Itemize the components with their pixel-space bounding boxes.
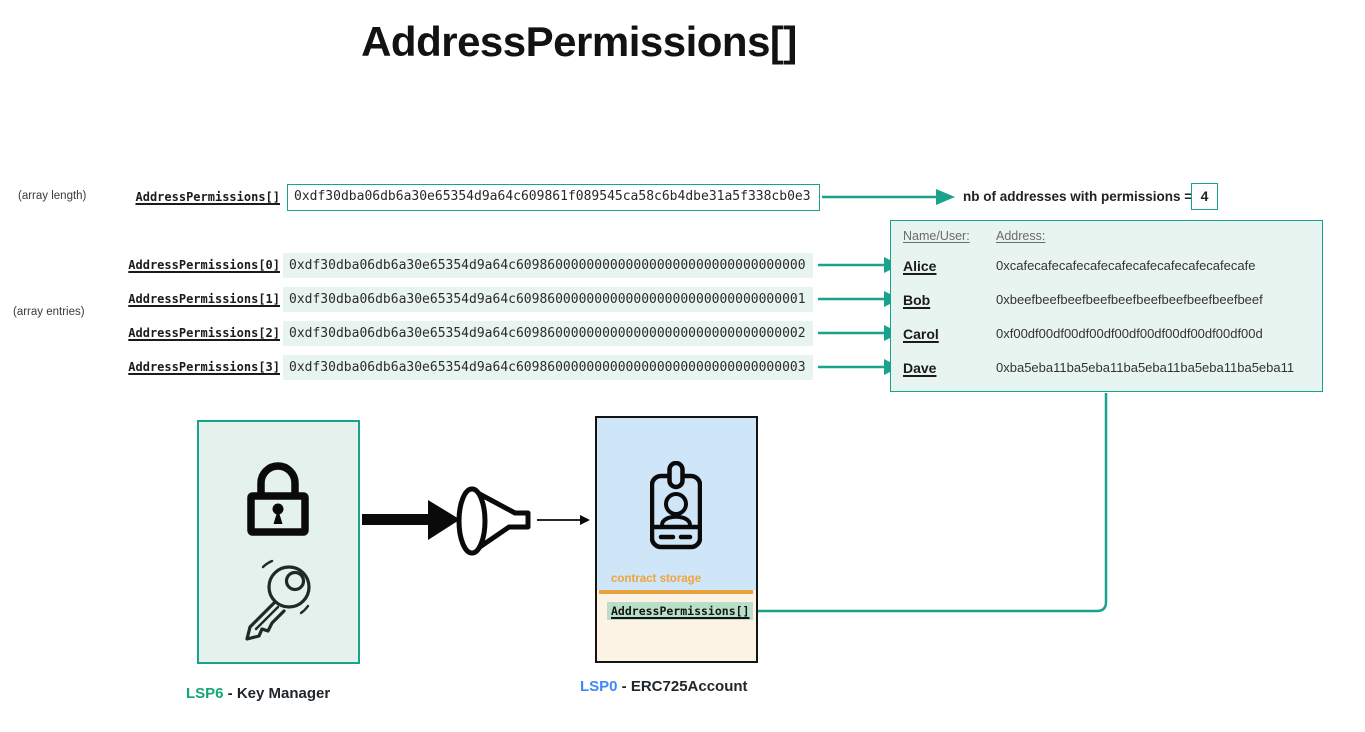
table-row-name-0: Alice	[903, 258, 937, 274]
key-manager-box	[197, 420, 360, 664]
length-arrow	[822, 189, 955, 205]
array-entry-key-1: AddressPermissions[1]	[128, 292, 280, 306]
thin-arrow	[537, 515, 590, 525]
thick-arrow	[362, 500, 460, 540]
key-manager-caption: LSP6 - Key Manager	[186, 685, 330, 702]
table-header-address: Address:	[996, 229, 1046, 243]
funnel-icon	[456, 486, 531, 556]
array-entry-key-0: AddressPermissions[0]	[128, 258, 280, 272]
entry-arrow-3	[818, 359, 900, 375]
nb-addresses-count: 4	[1191, 183, 1218, 210]
array-length-value: 0xdf30dba06db6a30e65354d9a64c609861f0895…	[287, 184, 820, 211]
lock-icon	[247, 462, 309, 536]
account-contract-area	[597, 418, 756, 590]
entry-arrow-1	[818, 291, 900, 307]
account-caption: LSP0 - ERC725Account	[580, 678, 748, 695]
account-box: contract storage AddressPermissions[]	[595, 416, 758, 663]
array-entry-value-0: 0xdf30dba06db6a30e65354d9a64c60986000000…	[283, 253, 813, 278]
storage-divider	[599, 590, 753, 594]
account-storage-key: AddressPermissions[]	[607, 602, 754, 620]
storage-to-table-connector	[752, 393, 1108, 613]
array-entries-side-label: (array entries)	[13, 306, 85, 318]
array-entry-value-2: 0xdf30dba06db6a30e65354d9a64c60986000000…	[283, 321, 813, 346]
table-row-address-1: 0xbeefbeefbeefbeefbeefbeefbeefbeefbeefbe…	[996, 292, 1263, 307]
key-manager-caption-text: - Key Manager	[223, 685, 331, 702]
account-caption-text: - ERC725Account	[617, 678, 748, 695]
table-row-address-3: 0xba5eba11ba5eba11ba5eba11ba5eba11ba5eba…	[996, 360, 1295, 375]
table-row-name-3: Dave	[903, 360, 937, 376]
table-row-address-2: 0xf00df00df00df00df00df00df00df00df00df0…	[996, 326, 1263, 341]
entry-arrow-2	[818, 325, 900, 341]
array-entry-value-3: 0xdf30dba06db6a30e65354d9a64c60986000000…	[283, 355, 813, 380]
array-entry-key-3: AddressPermissions[3]	[128, 360, 280, 374]
nb-addresses-text: nb of addresses with permissions =	[963, 189, 1193, 204]
lsp0-label: LSP0	[580, 678, 618, 695]
lsp6-label: LSP6	[186, 685, 224, 702]
id-badge-icon	[650, 461, 702, 550]
entry-arrow-0	[818, 257, 900, 273]
table-header-name: Name/User:	[903, 229, 970, 243]
array-length-key: AddressPermissions[]	[135, 190, 281, 204]
array-length-side-label: (array length)	[18, 190, 87, 202]
page-title: AddressPermissions[]	[361, 18, 797, 65]
array-entry-value-1: 0xdf30dba06db6a30e65354d9a64c60986000000…	[283, 287, 813, 312]
table-row-name-2: Carol	[903, 326, 939, 342]
user-table: Name/User: Address: Alice 0xcafecafecafe…	[890, 220, 1323, 392]
contract-storage-label: contract storage	[611, 573, 702, 585]
table-row-address-0: 0xcafecafecafecafecafecafecafecafecafeca…	[996, 258, 1256, 273]
table-row-name-1: Bob	[903, 292, 931, 308]
key-icon	[245, 559, 311, 641]
array-entry-key-2: AddressPermissions[2]	[128, 326, 280, 340]
